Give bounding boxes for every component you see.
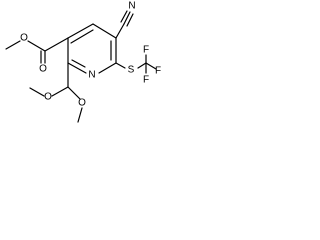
dimethoxymethyl-group [29, 62, 83, 123]
ester-bond [44, 37, 69, 52]
trifluoroethylthio-group [115, 54, 157, 74]
cyano-triple-bond [123, 11, 131, 25]
ring-double-bond-inner [71, 59, 86, 68]
acetal-bond [51, 86, 69, 97]
fluorine-top-label: F [143, 45, 149, 56]
fluorine-bottom-label: F [143, 75, 149, 86]
methyl-ester-group [5, 37, 69, 64]
acetal-oxygen-left-label: O [44, 92, 52, 103]
ring-bond [67, 62, 87, 74]
cyano-nitrogen-label: N [128, 1, 135, 12]
cyano-triple-bond [120, 10, 128, 23]
ring-nitrogen-label: N [88, 70, 95, 81]
pyridine-ring [67, 23, 117, 74]
thioether-bond [137, 62, 147, 69]
fluorine-right-label: F [155, 66, 161, 77]
ring-bond [98, 62, 117, 74]
cyano-triple-bond [126, 13, 134, 27]
thioether-bond [115, 62, 126, 69]
acetal-oxygen-right-label: O [78, 98, 86, 109]
cyano-bond [115, 23, 125, 39]
acetal-methyl-bond [77, 107, 83, 123]
structure-canvas: N N O O O O S F F F [0, 0, 163, 127]
ester-oxygen-label: O [39, 64, 47, 75]
cyano-group [115, 10, 134, 39]
methoxy-bond [5, 40, 21, 50]
acetal-bond [67, 86, 81, 100]
acetal-methyl-bond [29, 87, 45, 97]
ring-double-bond-inner [70, 29, 94, 44]
chemical-structure: N N O O O O S F F F [5, 1, 161, 123]
ring-bond [67, 23, 94, 39]
ester-bond [27, 40, 46, 52]
sulfur-label: S [128, 65, 135, 76]
methoxy-oxygen-label: O [20, 33, 28, 44]
trifluoromethyl-bond [145, 62, 157, 70]
atom-labels: N N O O O O S F F F [20, 1, 161, 109]
ring-bond [92, 23, 117, 39]
